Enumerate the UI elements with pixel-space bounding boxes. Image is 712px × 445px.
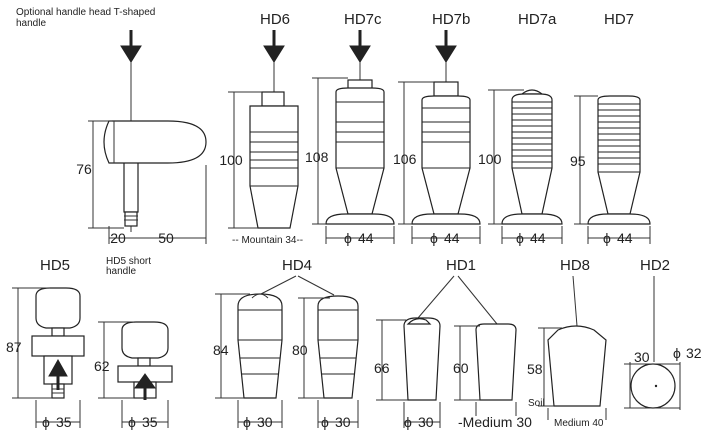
- hd5-phi-symbol: ϕ: [42, 414, 50, 430]
- top-note-line2: handle: [16, 18, 46, 29]
- hd7b-phi-symbol: ϕ: [430, 230, 438, 246]
- hd4-title: HD4: [282, 257, 312, 274]
- t-handle-width-right-label: 50: [158, 230, 174, 246]
- hd7b-title: HD7b: [432, 11, 470, 28]
- hd7a-diameter-label: 44: [530, 230, 546, 246]
- hd7-diameter-label: 44: [617, 230, 633, 246]
- hd7a-handle: HD7a 100 ϕ 44: [478, 11, 563, 246]
- hd4-b-phi-symbol: ϕ: [321, 414, 329, 430]
- hd2-width-label: 30: [634, 349, 650, 365]
- hd4-height-a-label: 84: [213, 342, 229, 358]
- hd7a-height-label: 100: [478, 151, 502, 167]
- hd5s-height-label: 62: [94, 358, 110, 374]
- hd7b-height-label: 106: [393, 151, 417, 167]
- up-arrow-icon: [48, 358, 68, 390]
- hd7-handle: HD7 95 ϕ 44: [570, 11, 651, 246]
- hd6-height-label: 100: [219, 152, 243, 168]
- hd5s-phi-symbol: ϕ: [128, 414, 136, 430]
- hd4-a-phi-symbol: ϕ: [243, 414, 251, 430]
- hd7c-handle: HD7c 108 ϕ 44: [305, 11, 395, 246]
- hd6-title: HD6: [260, 11, 290, 28]
- hd7-height-label: 95: [570, 153, 586, 169]
- hd5-short-handle: HD5 short handle 62 ϕ 35: [94, 256, 173, 430]
- up-arrow-icon: [134, 373, 156, 400]
- hd8-title: HD8: [560, 257, 590, 274]
- hd7-phi-symbol: ϕ: [603, 230, 611, 246]
- hd5s-diameter-label: 35: [142, 414, 158, 430]
- t-handle: 76 20 50: [76, 30, 207, 246]
- hd5-height-label: 87: [6, 339, 22, 355]
- hd8-base-note: Medium 40: [554, 418, 604, 429]
- hd2-phi-symbol: ϕ: [673, 345, 681, 361]
- hd5-note-line1: HD5 short: [106, 256, 151, 267]
- hd5-note-line2: handle: [106, 266, 136, 277]
- hd2-title: HD2: [640, 257, 670, 274]
- hd7c-height-label: 108: [305, 149, 329, 165]
- hd1-a-phi-symbol: ϕ: [404, 414, 412, 430]
- hd5-handle: HD5 87 ϕ 35: [6, 257, 85, 430]
- hd7-ribs: [598, 103, 640, 173]
- hd4-a-diameter-label: 30: [257, 414, 273, 430]
- top-note-line1: Optional handle head T-shaped: [16, 7, 155, 18]
- hd7b-handle: HD7b 106 ϕ 44: [393, 11, 481, 246]
- down-arrow-icon: [263, 30, 285, 63]
- hd2-diameter-label: 32: [686, 345, 702, 361]
- hd7-title: HD7: [604, 11, 634, 28]
- hd1-height-a-label: 66: [374, 360, 390, 376]
- hd7c-title: HD7c: [344, 11, 382, 28]
- hd8-handle: HD8 58 Soil Medium 40: [527, 257, 607, 429]
- hd7c-phi-symbol: ϕ: [344, 230, 352, 246]
- hd2-handle: HD2 30 ϕ 32: [624, 257, 702, 410]
- hd1-b-base-note: -Medium 30: [458, 414, 532, 430]
- down-arrow-icon: [349, 30, 371, 63]
- hd4-b-diameter-label: 30: [335, 414, 351, 430]
- t-handle-height-label: 76: [76, 161, 92, 177]
- hd7a-phi-symbol: ϕ: [516, 230, 524, 246]
- hd1-handles: HD1 66 ϕ 30 60 -Medium 30: [374, 257, 532, 430]
- hd1-height-b-label: 60: [453, 360, 469, 376]
- hd7a-ribs: [512, 101, 552, 169]
- t-handle-width-left-label: 20: [110, 230, 126, 246]
- hd4-handles: HD4 84 ϕ 30 80 ϕ 30: [213, 257, 359, 430]
- hd8-height-label: 58: [527, 361, 543, 377]
- hd8-side-note: Soil: [528, 398, 545, 409]
- hd5-title: HD5: [40, 257, 70, 274]
- down-arrow-icon: [435, 30, 457, 63]
- hd4-height-b-label: 80: [292, 342, 308, 358]
- hd7c-diameter-label: 44: [358, 230, 374, 246]
- hd6-base-note: -- Mountain 34--: [232, 235, 303, 246]
- hd1-title: HD1: [446, 257, 476, 274]
- hd1-a-diameter-label: 30: [418, 414, 434, 430]
- hd7a-title: HD7a: [518, 11, 557, 28]
- hd7b-diameter-label: 44: [444, 230, 460, 246]
- down-arrow-icon: [120, 30, 142, 63]
- hd6-handle: HD6 100 -- Mountain 34--: [219, 11, 303, 246]
- hd5-diameter-label: 35: [56, 414, 72, 430]
